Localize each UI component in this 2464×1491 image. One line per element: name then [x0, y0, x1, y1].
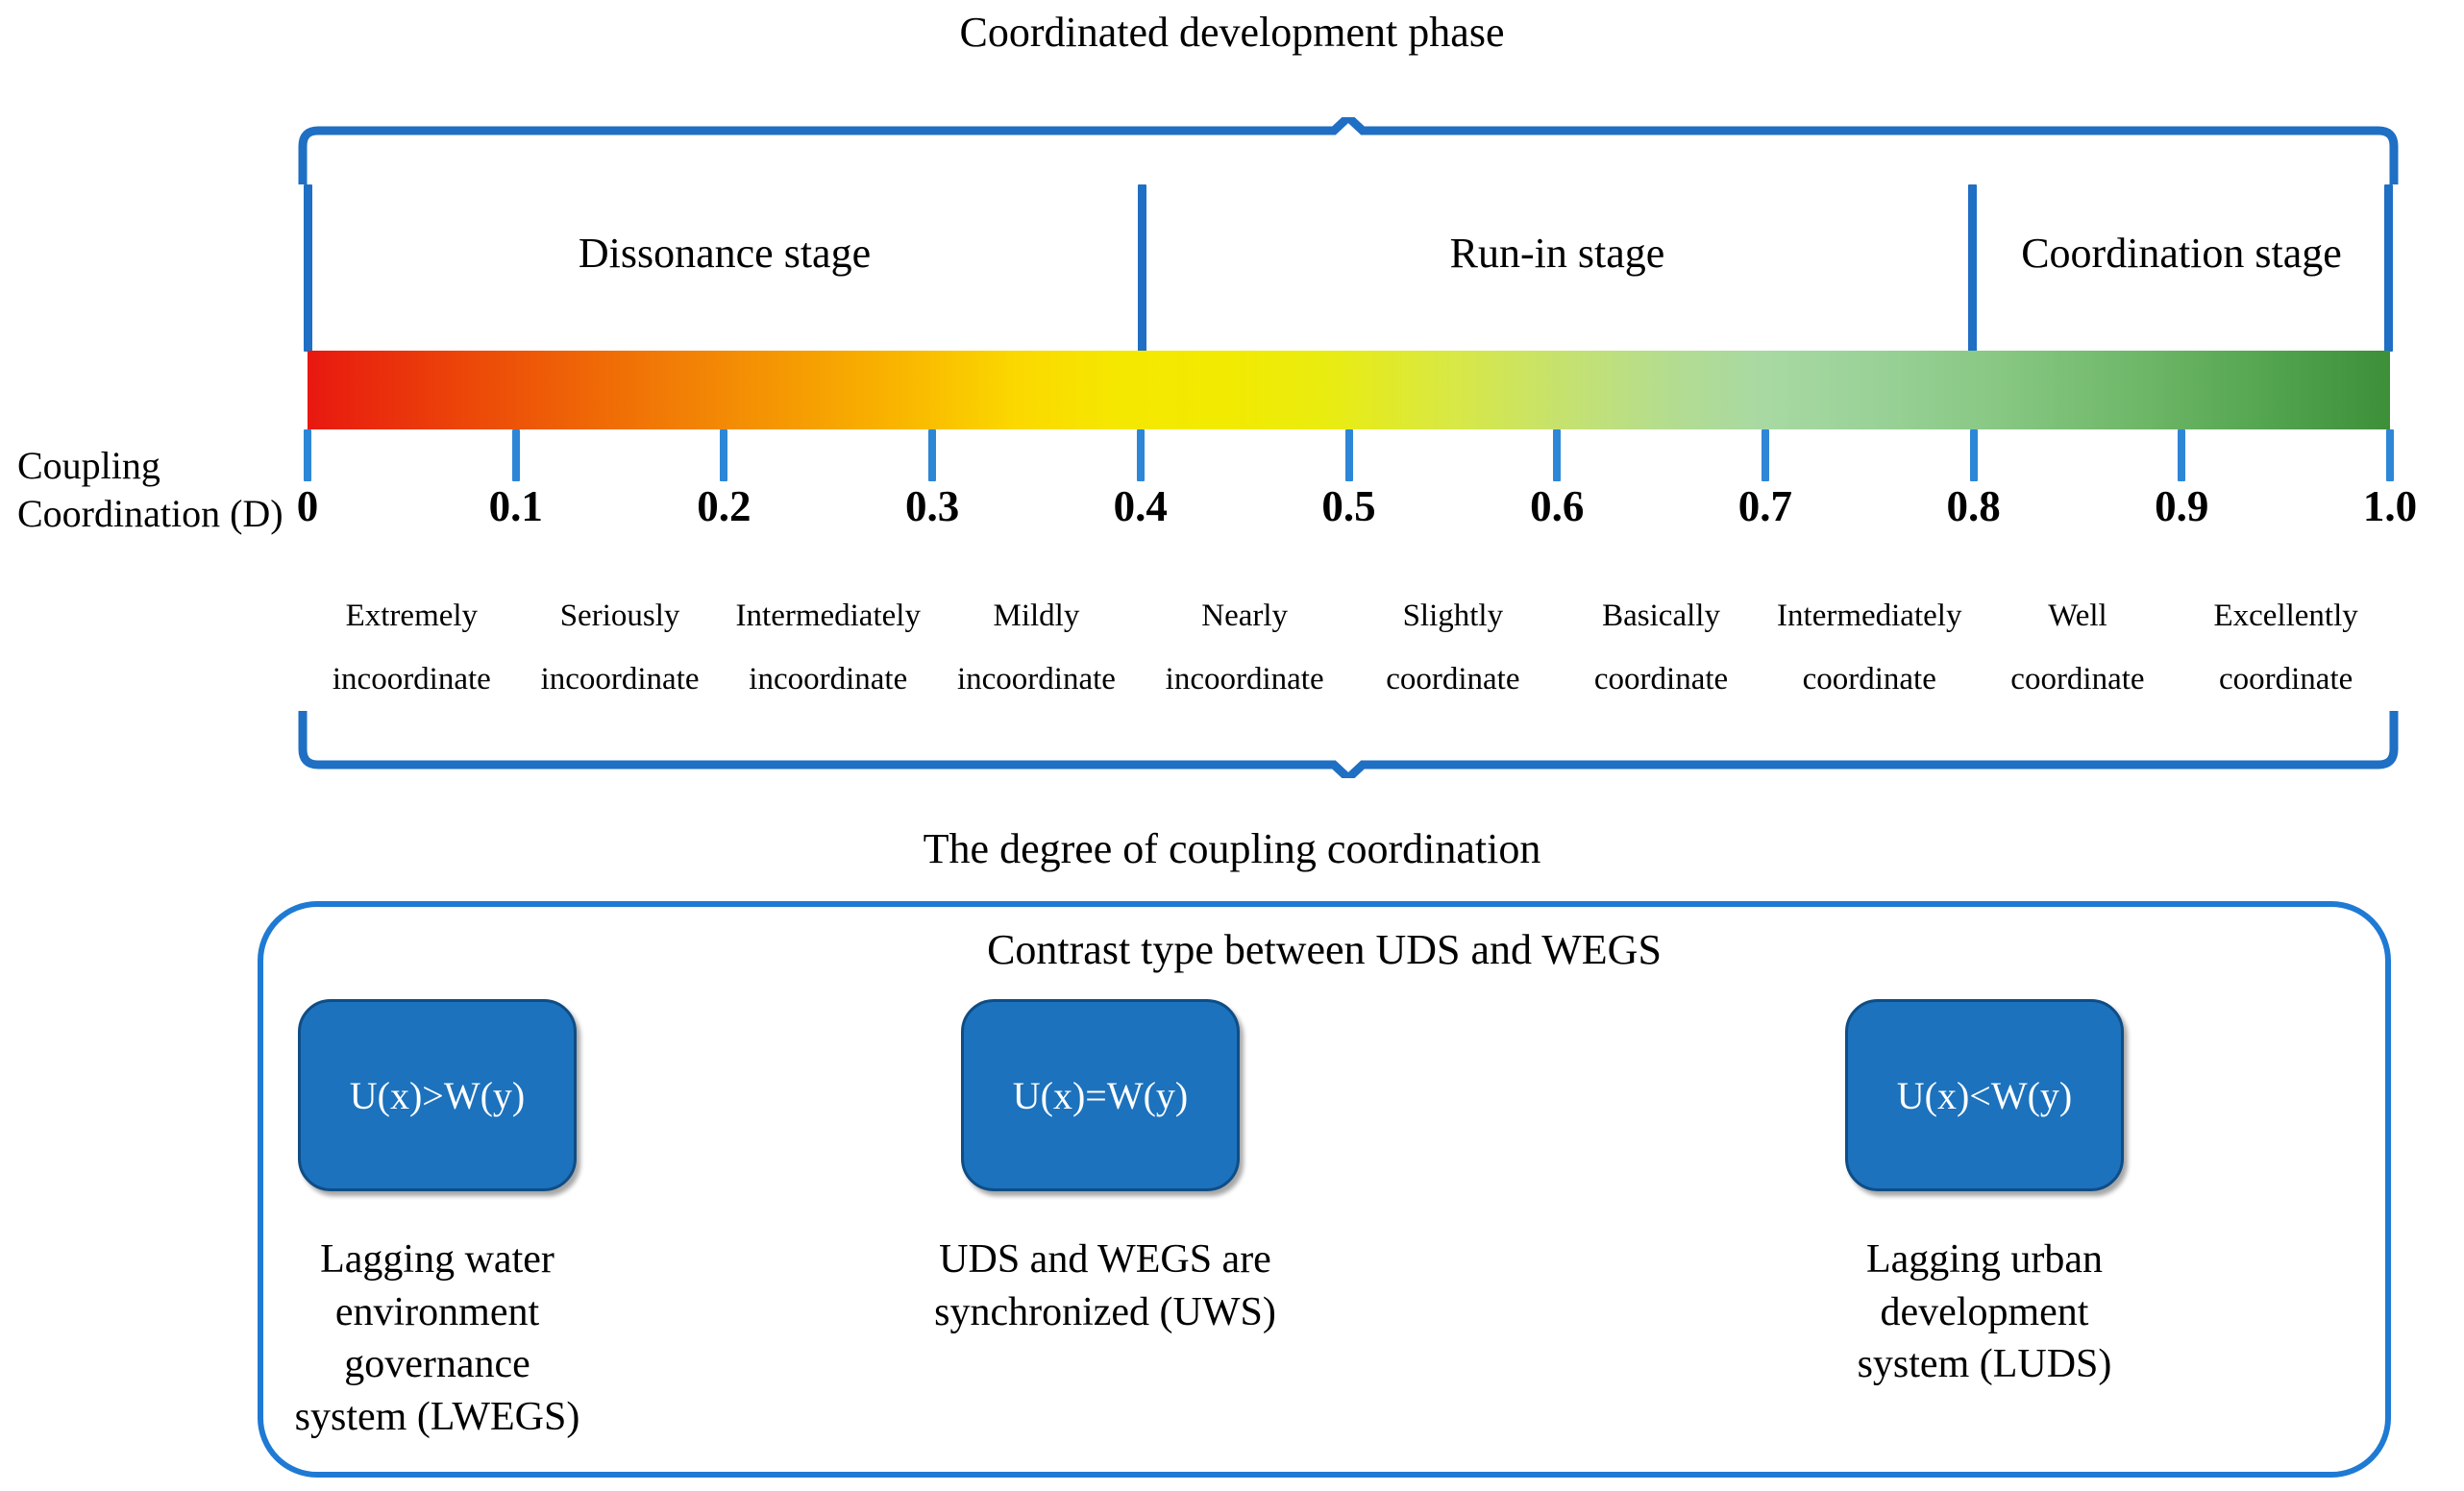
axis-tick-0-1 [511, 429, 520, 481]
category-label-2-line1: Intermediately [735, 599, 921, 633]
category-label-9: Excellently coordinate [2142, 584, 2430, 711]
axis-tick-0-6 [1553, 429, 1562, 481]
category-label-9-line1: Excellently [2213, 599, 2358, 633]
axis-tick-0-2 [720, 429, 728, 481]
category-label-2-line2: incoordinate [749, 662, 908, 697]
stage-bound-right [2384, 184, 2393, 352]
page-title: Coordinated development phase [959, 9, 1505, 56]
badge-u-equals-w[interactable]: U(x)=W(y) [961, 999, 1240, 1191]
axis-title: Coupling Coordination (D) [17, 442, 306, 538]
coupling-coordination-gradient-bar [308, 351, 2390, 429]
category-label-4: Nearly incoordinate [1100, 584, 1389, 711]
axis-tick-label-0-3: 0.3 [904, 482, 960, 530]
stage-bound-left [304, 184, 312, 352]
category-label-8-line1: Well [2048, 599, 2107, 633]
axis-tick-label-0-9: 0.9 [2155, 482, 2209, 530]
axis-tick-0 [304, 429, 311, 481]
category-label-7-line2: coordinate [1802, 662, 1936, 697]
axis-tick-label-0-5: 0.5 [1321, 482, 1376, 530]
category-label-3-line1: Mildly [993, 599, 1080, 633]
axis-tick-0-4 [1136, 429, 1145, 481]
category-label-7: Intermediately coordinate [1725, 584, 2013, 711]
contrast-item-lwegs: U(x)>W(y) Lagging water environment gove… [269, 999, 865, 1443]
category-label-6-line2: coordinate [1593, 662, 1729, 697]
axis-tick-0-9 [2178, 429, 2186, 481]
badge-u-greater-w[interactable]: U(x)>W(y) [298, 999, 577, 1191]
category-label-2: Intermediately incoordinate [684, 584, 973, 711]
degree-of-coupling-label: The degree of coupling coordination [923, 825, 1541, 872]
contrast-item-uws: U(x)=W(y) UDS and WEGS are synchronized … [934, 999, 1557, 1338]
category-label-3: Mildly incoordinate [892, 584, 1180, 711]
contrast-panel-title: Contrast type between UDS and WEGS [987, 926, 1662, 973]
category-label-8: Well coordinate [1934, 584, 2222, 711]
category-label-8-line2: coordinate [2010, 662, 2145, 697]
stage-divider-0-4 [1138, 184, 1146, 352]
axis-tick-label-0-2: 0.2 [697, 482, 752, 530]
category-label-6: Basically coordinate [1517, 584, 1806, 711]
axis-tick-0-5 [1344, 429, 1353, 481]
axis-tick-label-0-6: 0.6 [1530, 482, 1585, 530]
category-label-1-line2: incoordinate [540, 662, 700, 697]
axis-tick-label-1-0: 1.0 [2362, 482, 2418, 530]
category-label-5-line1: Slightly [1402, 599, 1504, 633]
axis-tick-0-7 [1761, 429, 1769, 481]
caption-lwegs: Lagging water environment governance sys… [294, 1237, 580, 1439]
bottom-brace-degree-of-coupling [298, 711, 2399, 778]
axis-tick-label-0: 0 [296, 482, 319, 530]
axis-tick-label-0-8: 0.8 [1946, 482, 2001, 530]
category-label-1-line1: Seriously [559, 599, 680, 633]
category-label-6-line1: Basically [1602, 599, 1720, 633]
category-label-0: Extremely incoordinate [267, 584, 555, 711]
badge-u-less-w[interactable]: U(x)<W(y) [1845, 999, 2124, 1191]
axis-tick-label-0-1: 0.1 [488, 482, 543, 530]
category-label-0-line2: incoordinate [332, 662, 491, 697]
category-label-5: Slightly coordinate [1309, 584, 1597, 711]
stage-label-run-in: Run-in stage [1449, 230, 1665, 277]
axis-tick-1-0 [2386, 429, 2394, 481]
category-label-7-line1: Intermediately [1777, 599, 1962, 633]
axis-title-line2: Coordination (D) [17, 492, 283, 535]
top-brace-coordinated-development [298, 117, 2399, 184]
stage-divider-0-8 [1968, 184, 1977, 352]
category-label-9-line2: coordinate [2219, 662, 2353, 697]
category-label-0-line1: Extremely [345, 599, 479, 633]
category-label-4-line1: Nearly [1201, 599, 1289, 633]
category-label-1: Seriously incoordinate [476, 584, 764, 711]
category-label-3-line2: incoordinate [956, 662, 1116, 697]
axis-tick-0-8 [1969, 429, 1978, 481]
stage-label-dissonance: Dissonance stage [578, 230, 872, 277]
caption-uws: UDS and WEGS are synchronized (UWS) [934, 1237, 1276, 1334]
caption-luds: Lagging urban development system (LUDS) [1857, 1237, 2112, 1387]
axis-tick-0-3 [928, 429, 937, 481]
axis-title-line1: Coupling [17, 444, 160, 487]
axis-tick-label-0-4: 0.4 [1113, 482, 1168, 530]
contrast-item-luds: U(x)<W(y) Lagging urban development syst… [1845, 999, 2441, 1391]
category-label-4-line2: incoordinate [1165, 662, 1324, 697]
stage-label-coordination: Coordination stage [2021, 230, 2342, 277]
axis-tick-label-0-7: 0.7 [1737, 482, 1793, 530]
category-label-5-line2: coordinate [1386, 662, 1520, 697]
